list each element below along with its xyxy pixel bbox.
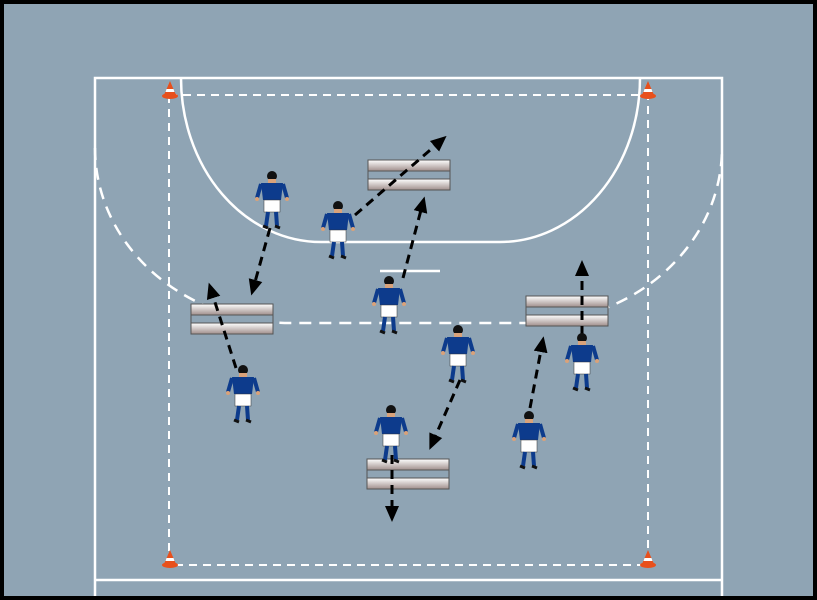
bench <box>525 295 609 327</box>
court-lines <box>93 76 724 598</box>
arrow <box>429 379 462 450</box>
bench <box>366 458 450 490</box>
arrow <box>206 282 238 369</box>
arrow <box>401 196 428 279</box>
free-throw-line <box>93 147 724 325</box>
arrow <box>248 227 272 296</box>
movement-arrows <box>206 135 589 522</box>
drill-boundary-dashed <box>168 94 649 566</box>
court-outer-lines <box>93 76 724 598</box>
court-background <box>4 4 813 596</box>
bench <box>367 159 451 191</box>
bench <box>190 303 274 335</box>
arrow <box>528 336 548 409</box>
goal-area-line <box>179 77 642 244</box>
arrow <box>354 135 447 217</box>
